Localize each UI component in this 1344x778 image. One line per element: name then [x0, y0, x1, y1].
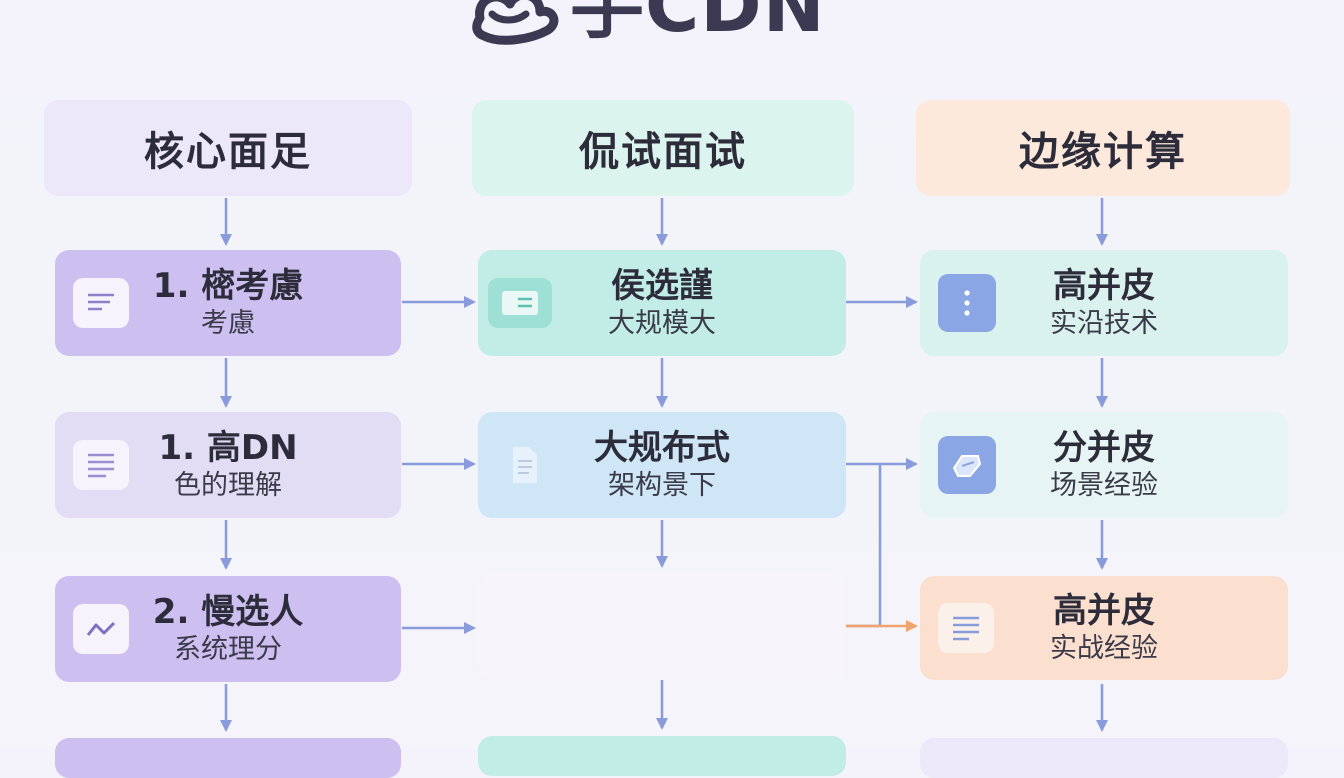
node-edge-3: 高并皮 实战经验 — [920, 576, 1288, 680]
page-title: 手CDN — [570, 0, 826, 49]
node-title: 大规布式 — [594, 428, 730, 468]
card-icon — [488, 278, 552, 328]
node-subtitle: 架构景下 — [608, 470, 716, 501]
hand-logo-icon — [472, 0, 559, 45]
node-subtitle: 系统理分 — [173, 634, 282, 665]
node-edge-4-partial — [920, 738, 1288, 778]
text-icon — [938, 603, 994, 653]
chart-icon — [73, 604, 129, 654]
node-title: 1. 高DN — [158, 428, 298, 468]
node-title: 侯选謹 — [611, 266, 713, 306]
file-icon — [496, 440, 552, 490]
column-header-core: 核心面足 — [44, 100, 412, 196]
node-core-1: 1. 樒考慮 考慮 — [55, 250, 401, 356]
node-core-2: 1. 高DN 色的理解 — [55, 412, 401, 518]
document-icon — [73, 278, 129, 328]
node-title: 分并皮 — [1053, 428, 1155, 468]
node-subtitle: 场景经验 — [1050, 470, 1158, 501]
node-edge-2: 分并皮 场景经验 — [920, 412, 1288, 518]
cube-icon — [938, 436, 996, 494]
node-title: 1. 樒考慮 — [152, 266, 304, 306]
node-subtitle: 大规模大 — [608, 308, 716, 339]
list-icon — [73, 440, 129, 490]
column-header-interview: 侃试面试 — [472, 100, 854, 196]
node-core-4-partial — [55, 738, 401, 778]
node-core-3: 2. 慢选人 系统理分 — [55, 576, 401, 682]
node-edge-1: 高并皮 实沿技术 — [920, 250, 1288, 356]
node-title: 高并皮 — [1053, 266, 1155, 306]
node-interview-4-partial — [478, 736, 846, 776]
node-title: 2. 慢选人 — [152, 592, 304, 632]
node-interview-1: 侯选謹 大规模大 — [478, 250, 846, 356]
node-subtitle: 色的理解 — [174, 470, 282, 501]
page-title-area: 手CDN — [470, 0, 890, 46]
node-subtitle: 考慮 — [200, 308, 255, 339]
flow-connectors — [220, 198, 1108, 732]
more-icon — [938, 274, 996, 332]
node-subtitle: 实沿技术 — [1050, 308, 1158, 339]
arrow-branch — [846, 464, 882, 628]
column-header-edge: 边缘计算 — [916, 100, 1290, 196]
node-interview-3-empty — [478, 574, 846, 680]
node-interview-2: 大规布式 架构景下 — [478, 412, 846, 518]
node-subtitle: 实战经验 — [1050, 633, 1158, 664]
node-title: 高并皮 — [1053, 591, 1155, 631]
